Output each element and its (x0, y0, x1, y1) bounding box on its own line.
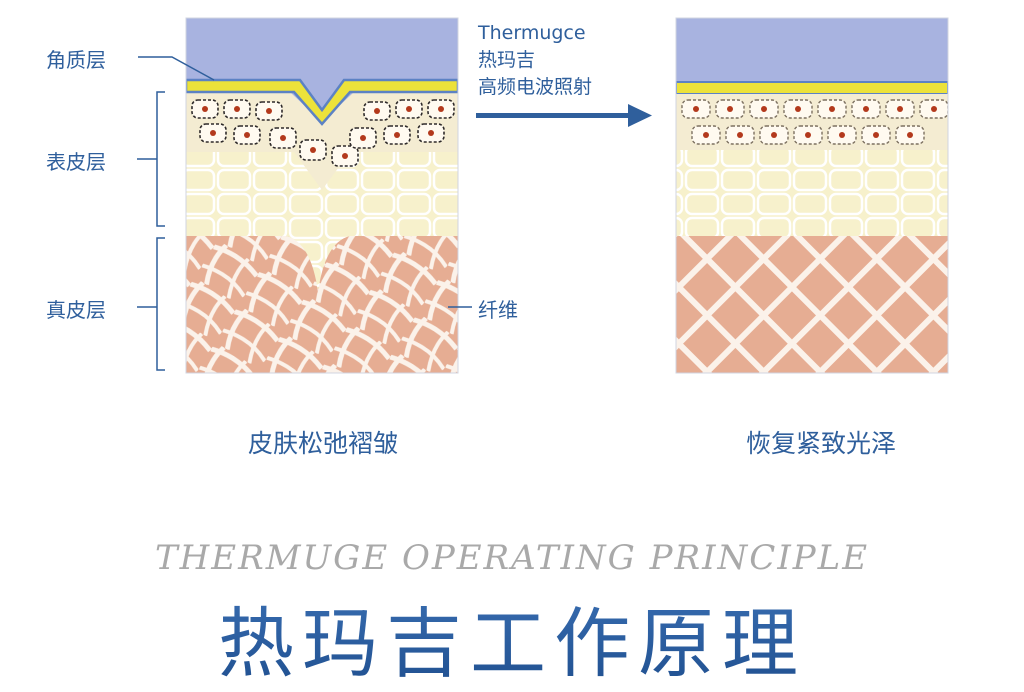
skin-after-panel (676, 18, 948, 373)
chinese-title: 热玛吉工作原理 (0, 582, 1024, 692)
arrow-line-1: 热玛吉 (478, 49, 536, 71)
nuclei-after (693, 106, 937, 138)
label-epidermis: 表皮层 (46, 150, 106, 174)
label-stratum-corneum: 角质层 (46, 48, 106, 72)
process-arrow (476, 104, 652, 127)
epidermis-lower-after (676, 150, 948, 236)
label-fiber: 纤维 (478, 298, 518, 322)
arrow-brand: Thermugce (478, 22, 586, 44)
corneum-after (676, 81, 948, 95)
dermis-after (676, 236, 948, 373)
arrow-line-2: 高频电波照射 (478, 76, 593, 98)
corneum-before (186, 78, 458, 126)
caption-before: 皮肤松弛褶皱 (248, 429, 399, 458)
english-title: THERMUGE OPERATING PRINCIPLE (154, 538, 870, 578)
nuclei-before (202, 106, 444, 159)
arrow-head-icon (628, 104, 652, 127)
corneum-callout-line (138, 56, 215, 81)
label-dermis: 真皮层 (46, 298, 106, 322)
caption-after: 恢复紧致光泽 (746, 429, 897, 458)
arrow-label-block: Thermugce 热玛吉 高频电波照射 (478, 20, 592, 101)
epidermis-lower-before (186, 140, 458, 292)
callouts (137, 56, 472, 371)
epidermis-bracket (156, 91, 165, 227)
dermis-bracket (156, 237, 165, 371)
skin-before-panel (186, 18, 458, 373)
